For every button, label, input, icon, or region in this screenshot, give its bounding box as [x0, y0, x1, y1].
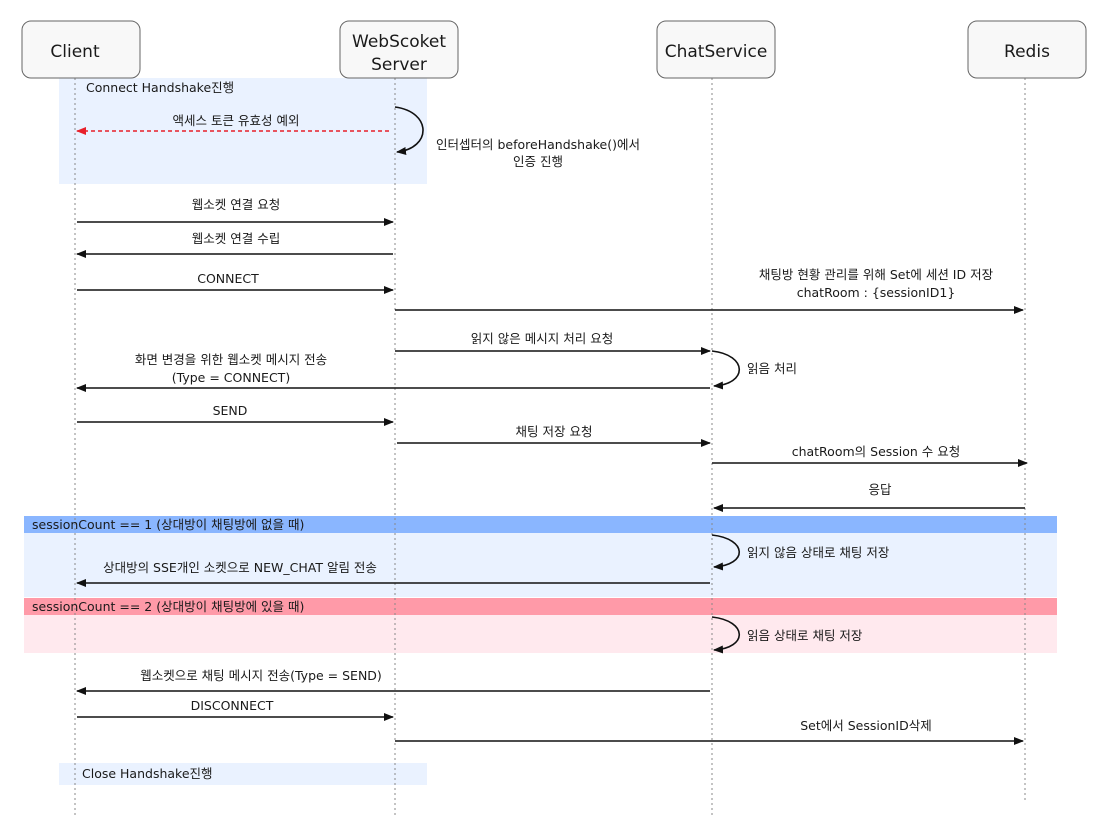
condition-1-band — [24, 532, 1057, 597]
redis-save-label-line1: 채팅방 현황 관리를 위해 Set에 세션 ID 저장 — [759, 267, 994, 282]
actor-websocket-label-line1: WebScoket — [352, 32, 446, 52]
close-handshake-label: Close Handshake진행 — [82, 766, 213, 781]
screen-change-label-line2: (Type = CONNECT) — [172, 370, 290, 385]
actor-websocket-box — [339, 20, 459, 79]
condition-1-header — [24, 516, 1057, 533]
screen-change-label-line1: 화면 변경을 위한 웹소켓 메시지 전송 — [135, 352, 327, 367]
unread-request-label: 읽지 않은 메시지 처리 요청 — [471, 331, 613, 346]
read-process-label: 읽음 처리 — [747, 361, 797, 376]
actor-websocket-label-line2: Server — [371, 55, 427, 75]
interceptor-label-line1: 인터셉터의 beforeHandshake()에서 — [436, 137, 640, 152]
save-unread-label: 읽지 않음 상태로 채팅 저장 — [747, 545, 890, 560]
condition-1-label: sessionCount == 1 (상대방이 채팅방에 없을 때) — [32, 517, 304, 532]
actor-chatservice-label: ChatService — [665, 42, 768, 62]
ws-established-label: 웹소켓 연결 수립 — [192, 231, 280, 246]
actor-client-box — [21, 20, 141, 79]
ws-request-label: 웹소켓 연결 요청 — [192, 197, 280, 212]
session-count-request-label: chatRoom의 Session 수 요청 — [792, 444, 961, 459]
condition-2-band — [24, 614, 1057, 653]
actor-client-label: Client — [50, 42, 100, 62]
ws-chat-send-label: 웹소켓으로 채팅 메시지 전송(Type = SEND) — [140, 668, 382, 683]
close-handshake-group — [59, 763, 427, 785]
actor-redis-label: Redis — [1004, 42, 1050, 62]
self-call-save-unread — [711, 534, 741, 571]
connect-label: CONNECT — [197, 271, 259, 286]
save-read-label: 읽음 상태로 채팅 저장 — [747, 628, 863, 643]
self-call-save-read — [711, 616, 741, 654]
redis-delete-label: Set에서 SessionID삭제 — [800, 718, 932, 733]
send-label: SEND — [213, 403, 248, 418]
self-call-interceptor — [394, 106, 424, 155]
redis-save-label-line2: chatRoom : {sessionID1} — [797, 285, 956, 300]
token-exception-label: 액세스 토큰 유효성 예외 — [173, 113, 300, 128]
actor-redis-box — [967, 20, 1087, 79]
interceptor-label-line2: 인증 진행 — [513, 154, 563, 169]
self-call-read — [711, 350, 741, 390]
actor-chatservice-box — [656, 20, 776, 79]
condition-2-label: sessionCount == 2 (상대방이 채팅방에 있을 때) — [32, 599, 304, 614]
chat-save-request-label: 채팅 저장 요청 — [516, 424, 593, 439]
condition-2-header — [24, 598, 1057, 615]
connect-handshake-label: Connect Handshake진행 — [86, 80, 234, 95]
sse-notify-label: 상대방의 SSE개인 소켓으로 NEW_CHAT 알림 전송 — [103, 560, 377, 575]
disconnect-label: DISCONNECT — [191, 698, 274, 713]
response-label: 응답 — [868, 482, 892, 497]
